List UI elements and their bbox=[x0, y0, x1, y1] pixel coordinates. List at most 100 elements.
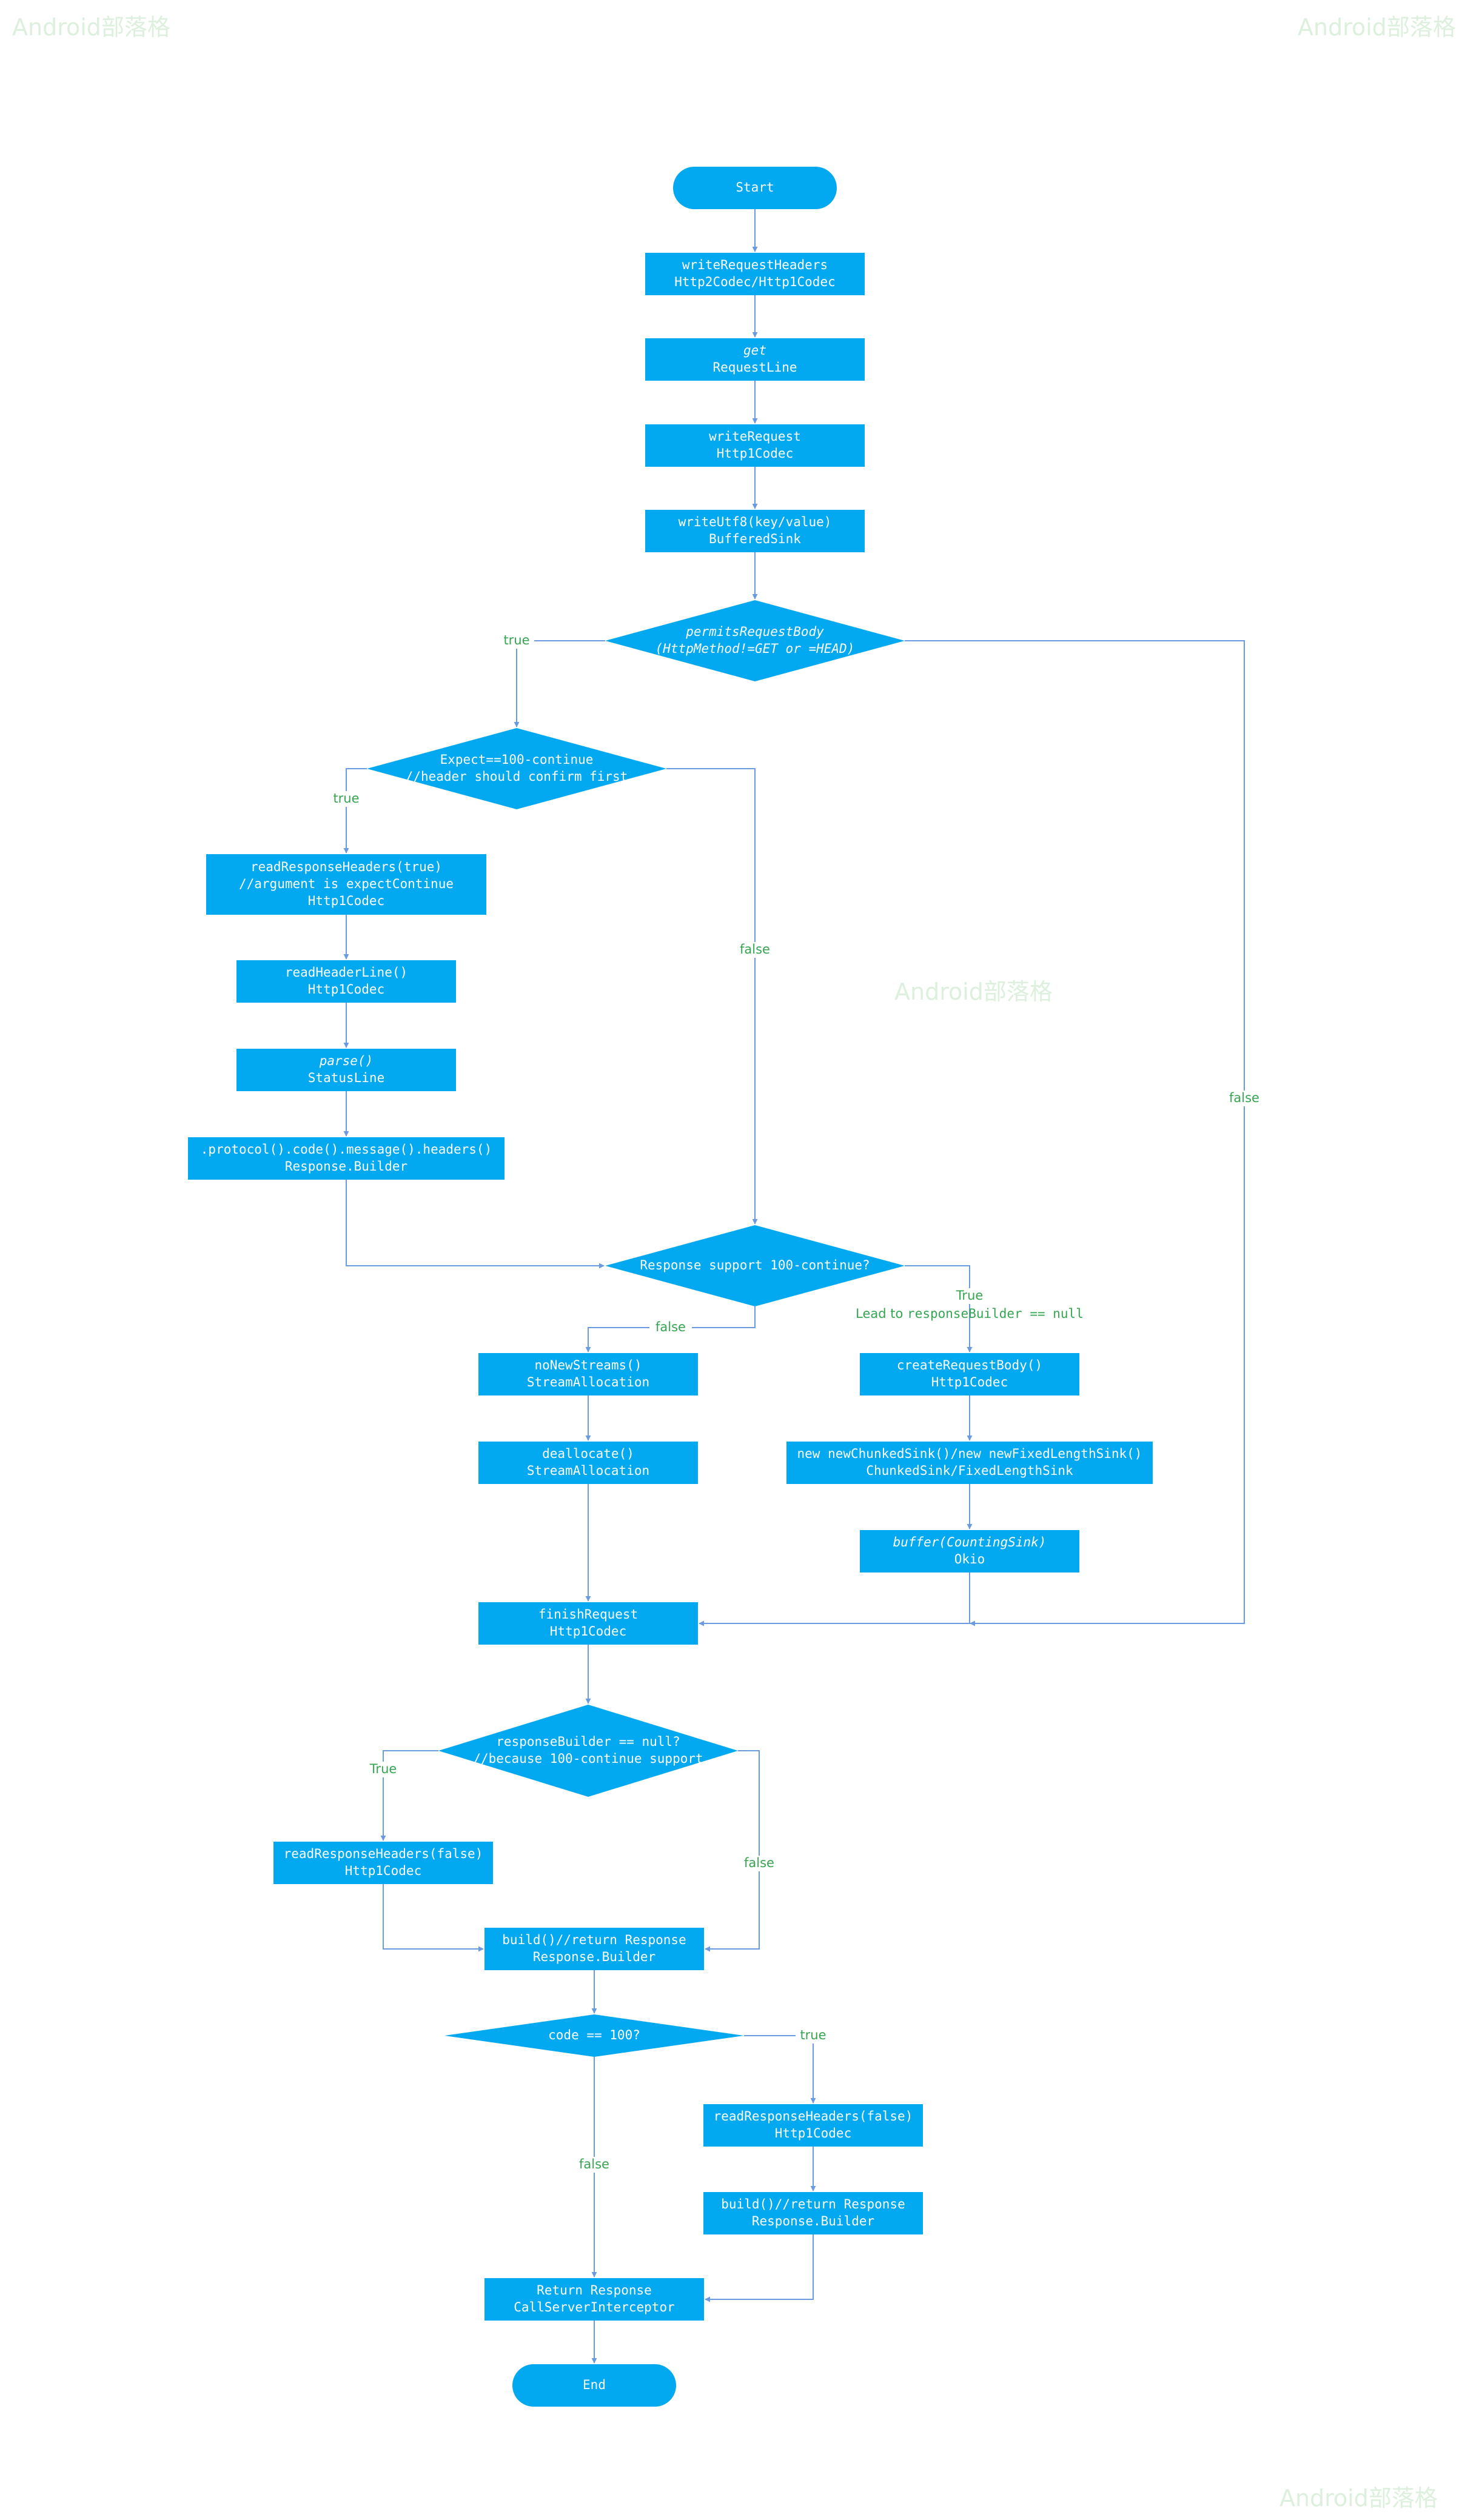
node-text-line: StreamAllocation bbox=[527, 1463, 649, 1478]
node-text-line: Start bbox=[736, 180, 774, 195]
decision-diamond bbox=[438, 1705, 738, 1797]
node-text-line: //because 100-continue support bbox=[473, 1751, 703, 1766]
edge-label-bg bbox=[649, 1320, 692, 1335]
node-text-line: ChunkedSink/FixedLengthSink bbox=[866, 1463, 1073, 1478]
node-text-line: code == 100? bbox=[548, 2028, 640, 2042]
node-text-line: createRequestBody() bbox=[897, 1358, 1042, 1372]
node-new-sink: new newChunkedSink()/new newFixedLengthS… bbox=[786, 1442, 1153, 1484]
node-text-line: //header should confirm first bbox=[406, 769, 628, 784]
node-no-new-streams: noNewStreams()StreamAllocation bbox=[478, 1353, 698, 1395]
process-box bbox=[484, 1928, 704, 1970]
node-end: End bbox=[512, 2364, 676, 2407]
node-response-builder-null: responseBuilder == null? //because 100-co… bbox=[438, 1705, 738, 1797]
decision-diamond bbox=[605, 1225, 905, 1306]
node-text-line: Http1Codec bbox=[308, 894, 384, 908]
process-box bbox=[860, 1353, 1079, 1395]
edge-chain-to-support bbox=[346, 1180, 605, 1269]
process-box bbox=[484, 2278, 704, 2321]
node-text-line: CallServerInterceptor bbox=[514, 2300, 675, 2314]
node-buffer-counting-sink: buffer(CountingSink)Okio bbox=[860, 1530, 1079, 1572]
process-box bbox=[645, 510, 865, 552]
node-code-100: code == 100? bbox=[444, 2014, 744, 2057]
watermark-top-right: Android部落格 bbox=[1298, 14, 1456, 41]
node-read-response-headers-false-2: readResponseHeaders(false)Http1Codec bbox=[703, 2104, 923, 2147]
node-write-utf8: writeUtf8(key/value)BufferedSink bbox=[645, 510, 865, 552]
edge-expect-true bbox=[343, 768, 367, 854]
node-text-line: noNewStreams() bbox=[534, 1358, 642, 1372]
edge-label-bg bbox=[734, 942, 776, 958]
node-read-header-line: readHeaderLine()Http1Codec bbox=[236, 960, 456, 1003]
node-text-line: (HttpMethod!=GET or =HEAD) bbox=[655, 641, 855, 656]
process-box bbox=[645, 338, 865, 381]
edge-label-bg bbox=[1223, 1091, 1266, 1106]
process-box bbox=[236, 1049, 456, 1091]
edge-null-false bbox=[705, 1750, 760, 1952]
process-box bbox=[478, 1442, 698, 1484]
node-text-line: .protocol().code().message().headers() bbox=[201, 1142, 492, 1157]
edge-expect-false bbox=[666, 768, 758, 1225]
edge-label-bg bbox=[796, 2028, 831, 2044]
node-text-line: Http1Codec bbox=[931, 1375, 1008, 1389]
node-parse-status-line: parse()StatusLine bbox=[236, 1049, 456, 1091]
edge-label-expect-false: false bbox=[740, 942, 770, 957]
edge-label-bg bbox=[738, 1856, 780, 1871]
decision-diamond bbox=[605, 600, 905, 681]
edge-label-permits-false: false bbox=[1229, 1091, 1259, 1105]
node-text-line: //argument is expectContinue bbox=[239, 877, 454, 891]
edge-label-code-true: true bbox=[800, 2028, 826, 2042]
edge-permits-false bbox=[905, 640, 1245, 1626]
edge-label-expect-true: true bbox=[333, 791, 359, 806]
node-start: Start bbox=[673, 167, 837, 209]
node-text-line: readResponseHeaders(false) bbox=[284, 1847, 483, 1861]
edge-label-support-true-note: Lead to responseBuilder == null bbox=[856, 1306, 1084, 1321]
process-box bbox=[645, 424, 865, 467]
node-read-response-headers-true: readResponseHeaders(true) //argument is e… bbox=[206, 854, 486, 915]
edge-label-bg bbox=[329, 791, 364, 807]
edge-label-builder-null-true: True bbox=[369, 1762, 397, 1776]
node-text-line: readResponseHeaders(true) bbox=[250, 860, 442, 874]
node-text-line: permitsRequestBody bbox=[685, 624, 824, 639]
node-text-line: Response.Builder bbox=[533, 1950, 655, 1964]
node-text-line: deallocate() bbox=[542, 1446, 634, 1461]
node-text-line: get bbox=[743, 343, 766, 358]
node-response-builder-chain: .protocol().code().message().headers()Re… bbox=[188, 1137, 505, 1180]
node-text-line: Http1Codec bbox=[775, 2126, 851, 2141]
edge-buffer-to-finish bbox=[699, 1572, 970, 1626]
process-box bbox=[860, 1530, 1079, 1572]
node-text-line: Response support 100-continue? bbox=[640, 1258, 870, 1272]
node-text-line: responseBuilder == null? bbox=[496, 1734, 680, 1749]
edge-null-true bbox=[380, 1750, 438, 1841]
edge-permits-true bbox=[514, 640, 605, 727]
edge-label-bg bbox=[366, 1762, 401, 1777]
node-text-line: Http1Codec bbox=[550, 1624, 626, 1639]
terminator-pill bbox=[673, 167, 837, 209]
edge-code-true bbox=[744, 2035, 816, 2104]
node-text-line: finishRequest bbox=[538, 1607, 638, 1622]
node-deallocate: deallocate() StreamAllocation bbox=[478, 1442, 698, 1484]
watermark-middle: Android部落格 bbox=[894, 978, 1053, 1005]
edge-label-code-false: false bbox=[579, 2157, 609, 2171]
node-text-line: writeUtf8(key/value) bbox=[679, 515, 832, 529]
node-text-line: new newChunkedSink()/new newFixedLengthS… bbox=[797, 1446, 1142, 1461]
edge-read1-to-build1 bbox=[383, 1884, 484, 1952]
decision-diamond bbox=[367, 728, 666, 809]
process-box bbox=[478, 1602, 698, 1645]
process-box bbox=[188, 1137, 505, 1180]
terminator-pill bbox=[512, 2364, 676, 2407]
process-box bbox=[786, 1442, 1153, 1484]
node-text-line: Return Response bbox=[537, 2283, 652, 2298]
watermark-bottom-right: Android部落格 bbox=[1279, 2485, 1438, 2512]
process-box bbox=[206, 854, 486, 915]
process-box bbox=[703, 2104, 923, 2147]
node-text-line: Okio bbox=[954, 1552, 985, 1566]
node-text-line: Http2Codec/Http1Codec bbox=[674, 275, 836, 289]
node-text-line: writeRequest bbox=[709, 429, 801, 444]
process-box bbox=[478, 1353, 698, 1395]
